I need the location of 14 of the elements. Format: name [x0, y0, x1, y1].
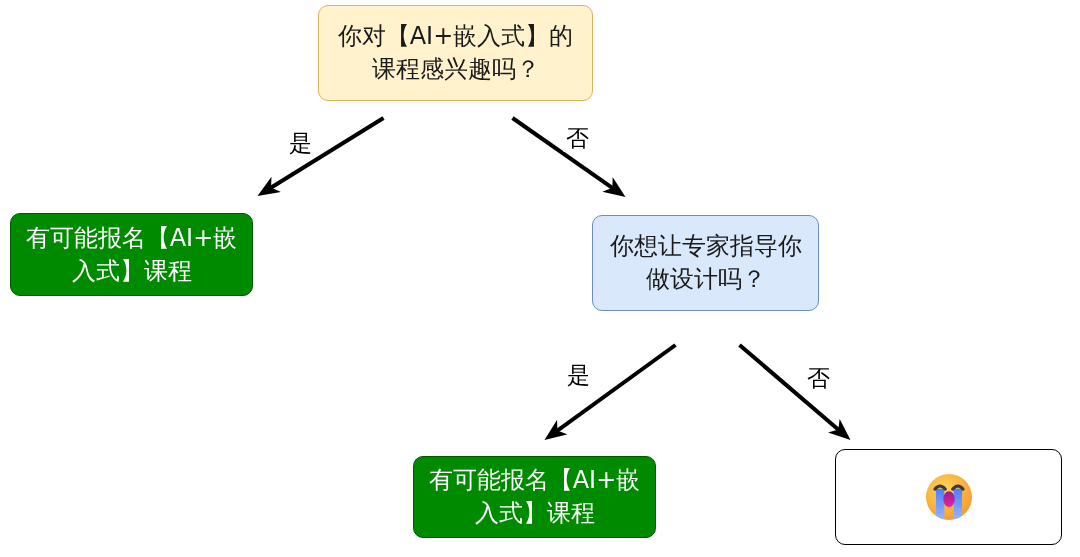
arrow	[544, 343, 677, 440]
outcome-box	[413, 456, 656, 538]
outcome-text: 有可能报名【AI+嵌入式】课程	[427, 465, 642, 529]
question-text: 你想让专家指导你做设计吗？	[608, 231, 803, 295]
arrow	[738, 343, 851, 440]
outcome-box	[10, 213, 253, 296]
outcome-text: 有可能报名【AI+嵌入式】课程	[24, 222, 239, 287]
question-box	[592, 215, 819, 311]
arrow	[511, 116, 626, 197]
arrow	[257, 116, 385, 196]
question-box	[318, 5, 593, 101]
question-text: 你对【AI+嵌入式】的课程感兴趣吗？	[336, 21, 575, 85]
edge-label: 是	[287, 129, 314, 157]
outcome-box	[835, 449, 1062, 545]
